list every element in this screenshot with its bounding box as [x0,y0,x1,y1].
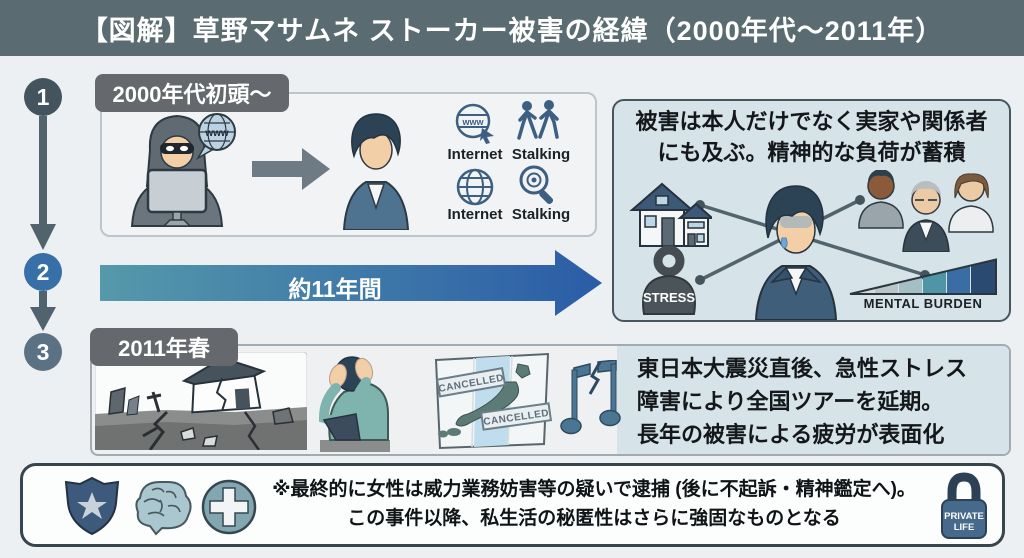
magnifier-eye-icon [519,165,554,205]
impact-text-line1: 被害は本人だけでなく実家や関係者 [635,109,988,134]
step-number-1: 1 [36,83,50,110]
lock-label-line2: LIFE [954,522,975,533]
stalking-label-2: Stalking [511,206,571,223]
mental-burden-ramp-icon [849,258,997,295]
police-badge-icon [64,476,120,536]
stalking-people-icon [517,100,559,140]
crying-person-icon [754,185,838,320]
section3-text: 東日本大震災直後、急性ストレス 障害により全国ツアーを延期。 長年の被害による疲… [637,352,1007,451]
step-number-3: 3 [36,338,50,365]
spring-2011-label: 2011年春 [118,336,210,361]
impact-text-line2: にも及ぶ。精神的な負荷が蓄積 [657,140,966,165]
step-circle-2: 2 [24,253,62,291]
footer-text-line1: ※最終的に女性は威力業務妨害等の疑いで逮捕 (後に不起訴・精神鑑定へ)。 [272,479,916,500]
cancelled-tour-map-icon: CANCELLED CANCELLED [434,352,553,450]
stress-weight-icon: STRESS [642,246,696,315]
footer-text-line2: この事件以降、私生活の秘匿性はさらに強固なものとなる [347,508,841,529]
brain-icon [135,481,192,536]
despair-person-icon [318,356,390,452]
family-home-icon [629,182,712,247]
broken-music-note-icon [560,360,621,435]
hacker-at-computer-icon: www [130,113,236,227]
duration-label: 約11年間 [288,276,382,302]
duration-arrow [100,250,602,316]
www-bubble-text: www [204,128,229,139]
down-arrow-icon [30,291,56,331]
step-circle-1: 1 [24,78,62,116]
www-globe-text: www [461,117,484,127]
private-life-lock-icon: PRIVATE LIFE [941,472,987,539]
lock-label-line1: PRIVATE [944,511,984,522]
mental-burden-label: MENTAL BURDEN [863,296,983,311]
internet-label-2: Internet [447,206,503,223]
stress-label: STRESS [643,290,695,305]
era-start-label: 2000年代初頭〜 [112,82,272,107]
globe-icon [456,168,494,206]
section3-text-panel [617,346,1009,454]
section3-text-line2: 障害により全国ツアーを延期。 [637,389,944,414]
down-arrow-icon [30,116,56,250]
earthquake-scene-icon [95,352,307,450]
stalking-label-1: Stalking [511,146,571,163]
page-title: 【図解】草野マサムネ ストーカー被害の経緯（2000年代〜2011年） [80,15,944,46]
medical-cross-icon [201,479,257,535]
impact-panel-text: 被害は本人だけでなく実家や関係者 にも及ぶ。精神的な負荷が蓄積 [620,106,1003,168]
section3-text-line3: 長年の被害による疲労が表面化 [637,422,945,447]
section3-text-line1: 東日本大震災直後、急性ストレス [637,356,968,381]
footer-text: ※最終的に女性は威力業務妨害等の疑いで逮捕 (後に不起訴・精神鑑定へ)。 この事… [258,475,930,533]
spring-2011-badge: 2011年春 [90,328,238,366]
header-bar: 【図解】草野マサムネ ストーカー被害の経緯（2000年代〜2011年） [0,0,1024,56]
era-start-badge: 2000年代初頭〜 [95,74,289,112]
www-globe-cursor-icon: www [455,103,494,144]
step-circle-3: 3 [24,333,62,371]
right-arrow-icon [252,148,330,190]
internet-label-1: Internet [447,146,503,163]
victim-person-icon [342,113,410,230]
step-number-2: 2 [36,258,50,285]
relatives-group-icon [858,170,994,252]
